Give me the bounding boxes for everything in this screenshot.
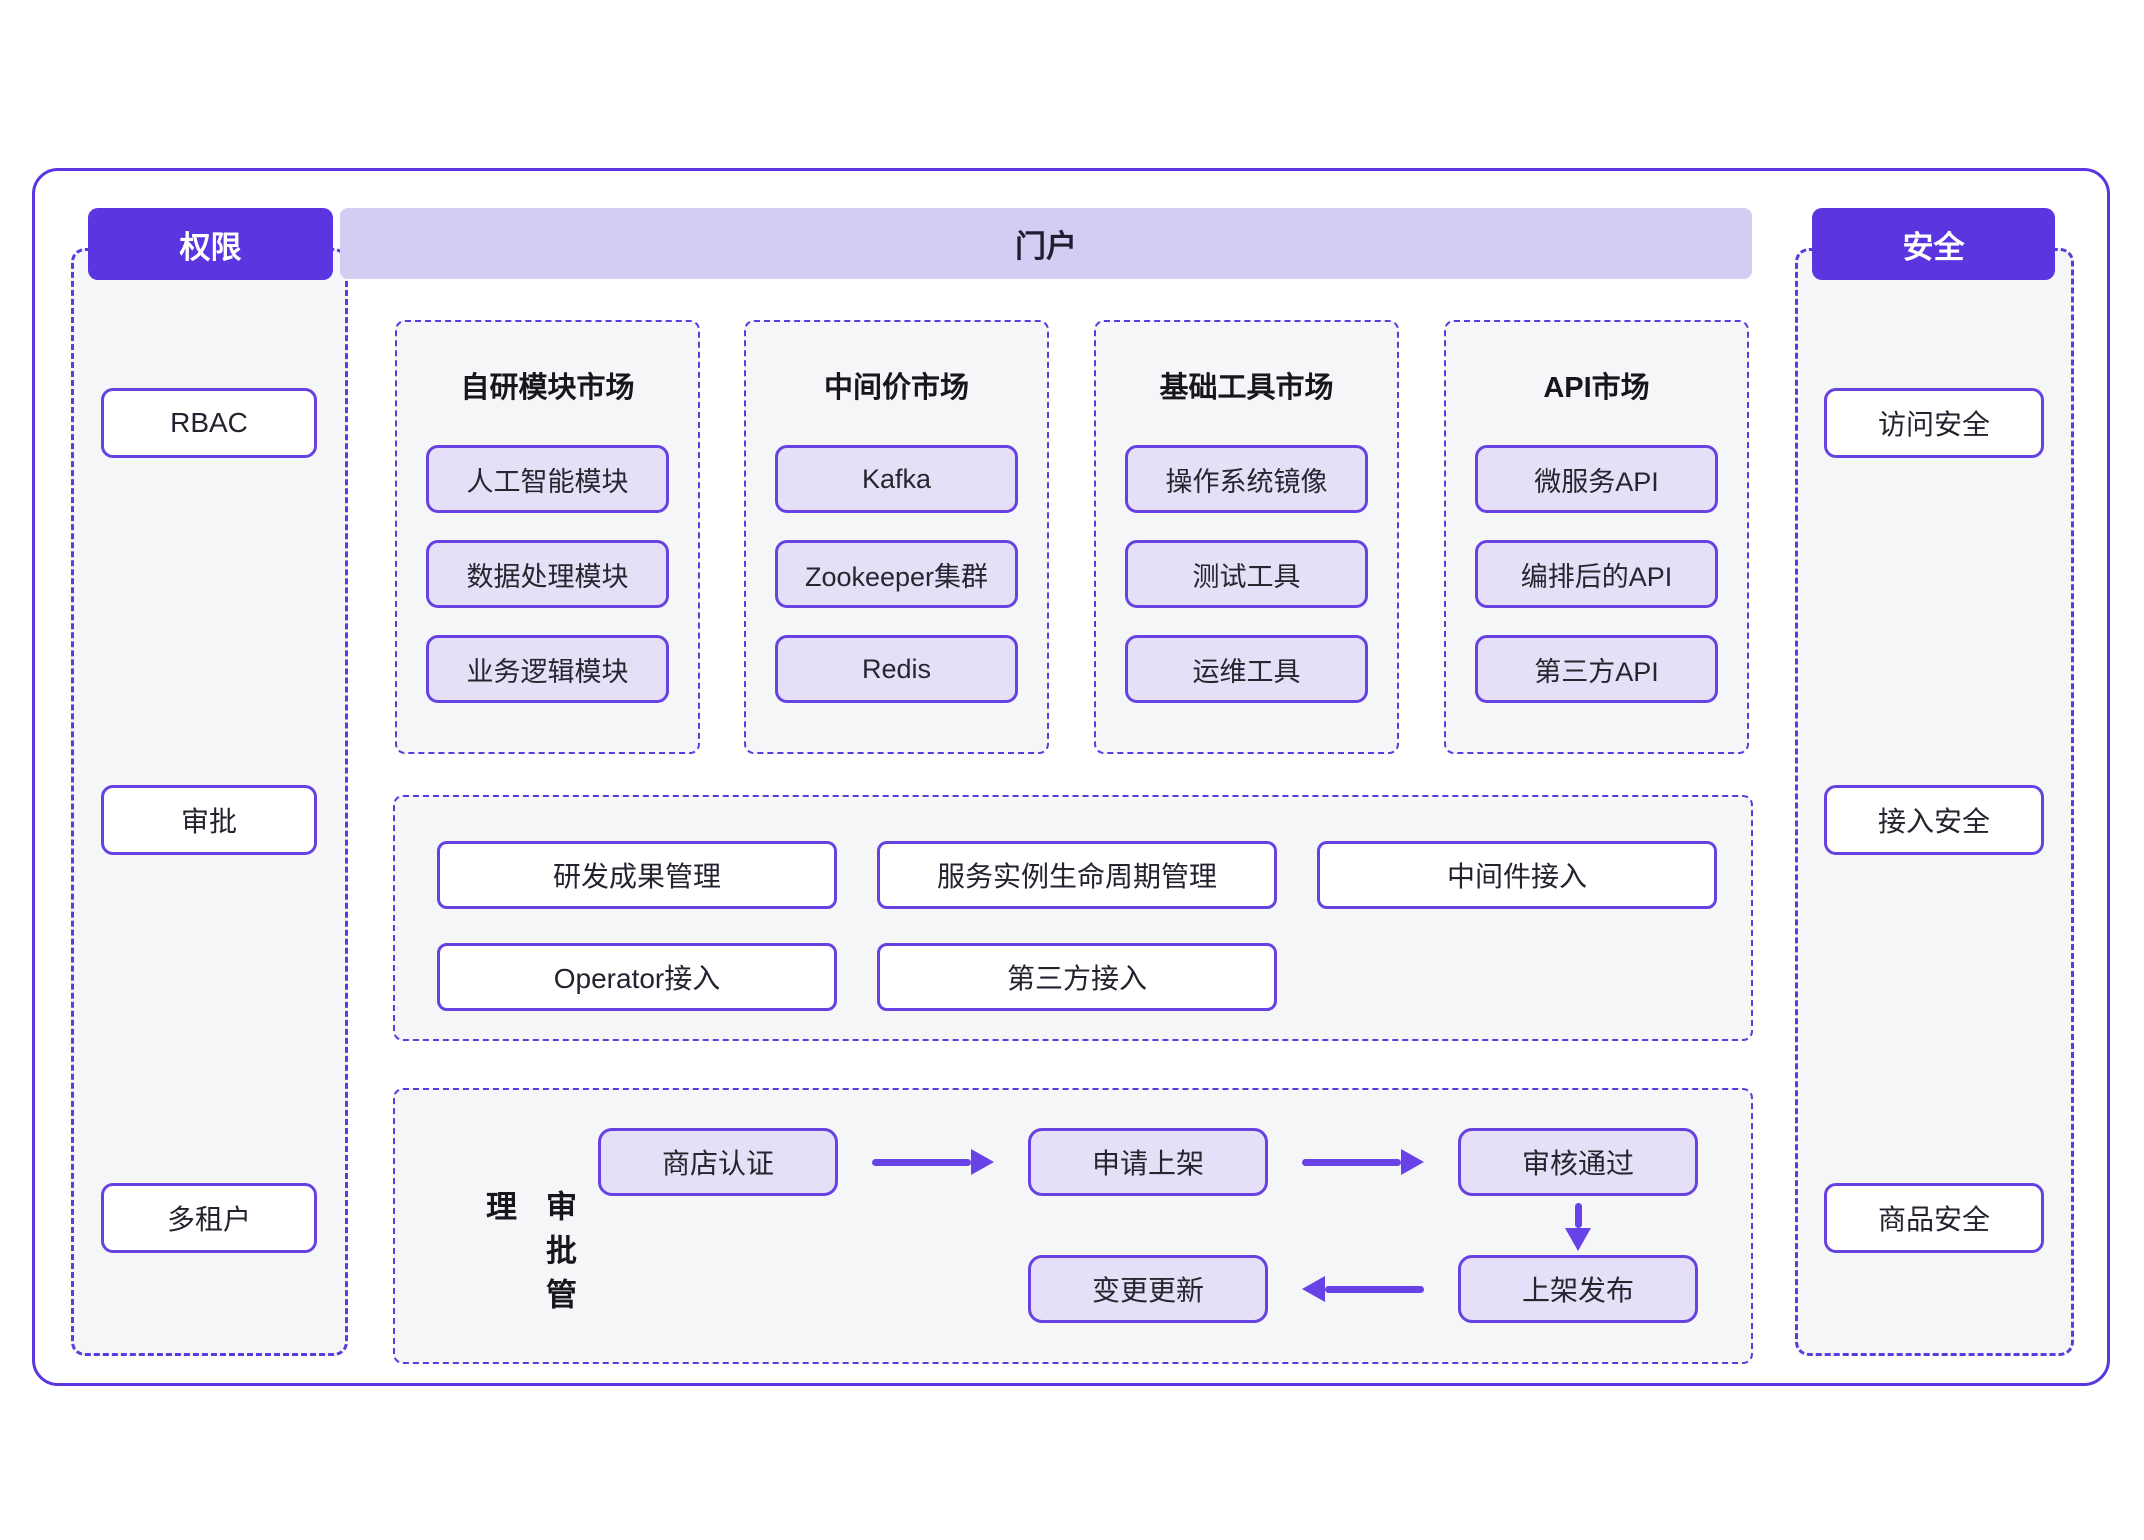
node-third-party-api: 第三方API [1475,635,1718,703]
market-middleware: 中间价市场 Kafka Zookeeper集群 Redis [744,320,1049,754]
node-rbac: RBAC [101,388,317,458]
approval-management-label: 审批管理 [481,1190,576,1322]
node-multi-tenant: 多租户 [101,1183,317,1253]
arrow-right-icon [1302,1149,1424,1175]
node-os-image: 操作系统镜像 [1125,445,1368,513]
market-title: API市场 [1543,372,1650,404]
permissions-header: 权限 [88,208,333,280]
node-rd-results-management: 研发成果管理 [437,841,837,909]
node-test-tools: 测试工具 [1125,540,1368,608]
node-service-instance-lifecycle: 服务实例生命周期管理 [877,841,1277,909]
market-title: 中间价市场 [823,372,969,404]
node-store-certification: 商店认证 [598,1128,838,1196]
node-kafka: Kafka [775,445,1018,513]
node-data-processing-module: 数据处理模块 [426,540,669,608]
arrow-shaft [1325,1285,1424,1293]
market-title: 基础工具市场 [1159,372,1334,404]
market-basic-tools: 基础工具市场 操作系统镜像 测试工具 运维工具 [1094,320,1399,754]
arrow-left-icon [1302,1276,1424,1302]
node-review-passed: 审核通过 [1458,1128,1698,1196]
arrow-head [1401,1149,1424,1175]
node-microservice-api: 微服务API [1475,445,1718,513]
node-redis: Redis [775,635,1018,703]
node-approval: 审批 [101,785,317,855]
node-ops-tools: 运维工具 [1125,635,1368,703]
arrow-down-icon [1565,1203,1591,1251]
arrow-right-icon [872,1149,994,1175]
portal-banner: 门户 [340,208,1752,279]
arrow-head [971,1149,994,1175]
arrow-shaft [1302,1158,1401,1166]
arrow-shaft [1574,1203,1582,1228]
node-orchestrated-api: 编排后的API [1475,540,1718,608]
node-change-update: 变更更新 [1028,1255,1268,1323]
node-business-logic-module: 业务逻辑模块 [426,635,669,703]
market-api: API市场 微服务API 编排后的API 第三方API [1444,320,1749,754]
node-ingress-security: 接入安全 [1824,785,2044,855]
arrow-shaft [872,1158,971,1166]
arrow-head [1565,1228,1591,1251]
node-zookeeper-cluster: Zookeeper集群 [775,540,1018,608]
node-product-security: 商品安全 [1824,1183,2044,1253]
node-operator-access: Operator接入 [437,943,837,1011]
node-third-party-access: 第三方接入 [877,943,1277,1011]
node-ai-module: 人工智能模块 [426,445,669,513]
security-header: 安全 [1812,208,2055,280]
node-publish-release: 上架发布 [1458,1255,1698,1323]
market-title: 自研模块市场 [460,372,635,404]
node-middleware-access: 中间件接入 [1317,841,1717,909]
market-self-developed-modules: 自研模块市场 人工智能模块 数据处理模块 业务逻辑模块 [395,320,700,754]
node-apply-listing: 申请上架 [1028,1128,1268,1196]
arrow-head [1302,1276,1325,1302]
node-access-security: 访问安全 [1824,388,2044,458]
